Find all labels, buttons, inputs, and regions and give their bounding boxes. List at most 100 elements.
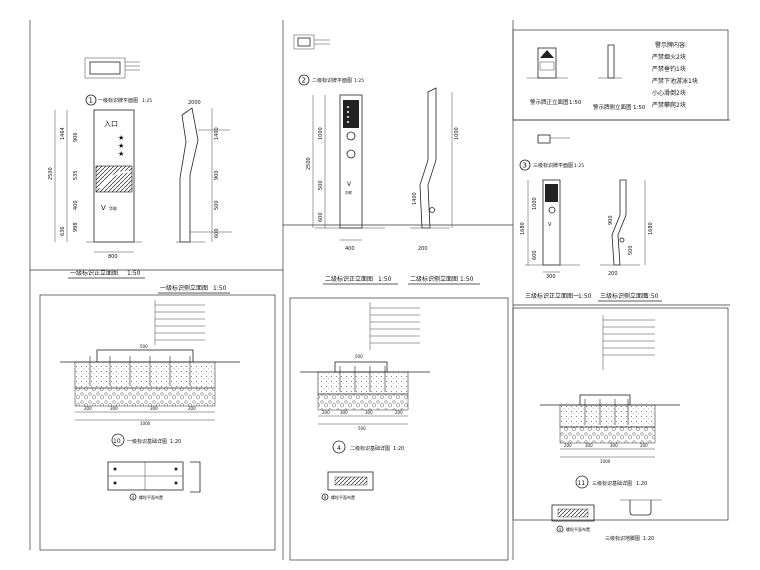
svg-text:200: 200 [188, 406, 196, 411]
svg-text:1400: 1400 [412, 192, 418, 205]
svg-text:906: 906 [73, 132, 79, 142]
sign1-dim-bottom: 800 [108, 254, 118, 260]
svg-text:500: 500 [358, 426, 366, 431]
svg-text:1000: 1000 [532, 197, 538, 210]
sign1-front-elevation: 入口 ★ ★ ★ V 华联 2500 1464 906 535 400 636 … [48, 109, 142, 260]
foundation3-detail: 200 300 300 200 1000 11 三级标识基础详图 1:20 4 … [540, 315, 680, 542]
svg-text:300: 300 [546, 274, 556, 280]
svg-text:900: 900 [214, 170, 220, 180]
svg-text:1680: 1680 [648, 222, 654, 235]
svg-text:4: 4 [132, 495, 135, 500]
sign1-side-title: 一级标识侧立面图 [160, 284, 208, 292]
foundation2-bolt-title: 螺栓平面布置 [331, 494, 355, 500]
svg-text:1000: 1000 [140, 421, 151, 426]
sign3-logo-icon: V [548, 222, 552, 228]
svg-text:500: 500 [318, 180, 324, 190]
sign3-front-title: 三级标识正立面图一 [525, 292, 579, 300]
sign2-side-scale: 1:50 [460, 276, 474, 283]
svg-text:1:20: 1:20 [393, 446, 404, 452]
sign1-plan-title: 一级标识牌平面图 [98, 97, 138, 104]
sign1-plan: 1 一级标识牌平面图 1:25 [84, 57, 152, 106]
svg-text:严禁烟火2块: 严禁烟火2块 [652, 53, 686, 61]
svg-text:1:50: 1:50 [645, 293, 659, 300]
sign1-plan-number: 1 [89, 97, 93, 105]
svg-text:600: 600 [532, 250, 538, 260]
foundation2-title: 二级标识基础详图 [350, 445, 390, 452]
foundation3-bolt-title: 螺栓平面布置 [566, 526, 590, 532]
svg-text:535: 535 [73, 170, 79, 180]
svg-text:636: 636 [60, 226, 66, 236]
svg-text:1:20: 1:20 [643, 536, 654, 542]
sign3-side-title: 三级标识侧立面图 [600, 292, 648, 300]
svg-text:严禁垂钓1块: 严禁垂钓1块 [652, 65, 686, 73]
sign2-dim-bottom: 400 [345, 246, 355, 252]
foundation3-title: 三级标识基础详图 [592, 480, 632, 487]
svg-text:300: 300 [610, 443, 618, 448]
sign1-front-scale: 1:50 [127, 270, 141, 277]
svg-text:500: 500 [628, 245, 634, 255]
svg-text:1000: 1000 [318, 127, 324, 140]
sign1-titles: 一级标识正立面图 1:50 一级标识侧立面图 1:50 [68, 269, 230, 294]
sign3-front-elevation: V 1680 1000 600 300 [520, 179, 580, 280]
sign3-side-elevation: 1680 900 500 200 [600, 179, 654, 277]
sign2-plan: 2 二级标识牌平面图 1:25 [293, 34, 364, 86]
svg-text:500: 500 [214, 200, 220, 210]
svg-text:300: 300 [340, 410, 348, 415]
sign2-plan-title: 二级标识牌平面图 [312, 77, 352, 84]
svg-text:严禁下池游泳1块: 严禁下池游泳1块 [652, 77, 698, 85]
sign1-entrance-text: 入口 [104, 120, 118, 128]
svg-text:500: 500 [140, 344, 148, 349]
sign2-front-scale: 1:50 [378, 276, 392, 283]
sign2-front-elevation: V 华联 2500 1000 500 600 400 [306, 94, 385, 252]
foundation2-number: 4 [337, 445, 341, 452]
sign2-brand: 华联 [345, 190, 353, 195]
svg-text:200: 200 [418, 246, 428, 252]
svg-text:9: 9 [324, 495, 327, 500]
svg-text:1:50: 1:50 [633, 105, 646, 111]
foundation3-anchor-title: 三级标识地脚图 [605, 535, 640, 542]
foundation1-number: 10 [113, 438, 121, 445]
svg-text:★: ★ [118, 134, 124, 142]
sign3-titles: 三级标识正立面图一 1:50 三级标识侧立面图 1:50 [525, 292, 662, 302]
foundation3-number: 11 [578, 480, 586, 487]
foundation1-detail: 200 300 300 200 1000 500 10 一级标识基础详图 1:2… [60, 300, 240, 501]
sign3-plan-number: 3 [523, 162, 527, 170]
svg-text:1:25: 1:25 [574, 163, 584, 169]
svg-text:1464: 1464 [60, 127, 66, 140]
foundation1-title: 一级标识基础详图 [127, 438, 167, 445]
sign2-front-title: 二级标识正立面图 [325, 275, 373, 283]
svg-text:2000: 2000 [188, 100, 201, 106]
foundation2-detail: 200 300 300 200 500 500 4 二级标识基础详图 1:20 … [300, 302, 430, 501]
svg-text:300: 300 [150, 406, 158, 411]
svg-text:1:50: 1:50 [569, 100, 582, 106]
svg-text:1000: 1000 [600, 459, 611, 464]
sign2-plan-scale: 1:25 [354, 78, 364, 84]
notice-side-title: 警示牌侧立面图 [593, 103, 632, 111]
svg-text:1680: 1680 [520, 222, 526, 235]
sign1-plan-scale: 1:25 [142, 98, 152, 104]
svg-text:1:20: 1:20 [636, 481, 647, 487]
sign1-side-elevation: 2000 1400 900 500 600 [176, 100, 232, 243]
svg-text:200: 200 [608, 271, 618, 277]
notice-sign: 警示牌正立面图 1:50 警示牌侧立面图 1:50 警示牌内容: 严禁烟火2块 … [527, 41, 698, 111]
svg-text:998: 998 [73, 222, 79, 232]
svg-text:200: 200 [84, 406, 92, 411]
svg-text:900: 900 [608, 215, 614, 225]
svg-text:2500: 2500 [306, 157, 312, 170]
svg-text:300: 300 [110, 406, 118, 411]
svg-text:200: 200 [564, 443, 572, 448]
sign1-front-title: 一级标识正立面图 [70, 269, 118, 277]
sign1-brand: 华联 [109, 205, 117, 211]
sign3-plan-title: 三级标识牌平面图 [533, 162, 573, 169]
svg-text:1:20: 1:20 [170, 439, 181, 445]
sign2-plan-number: 2 [302, 77, 306, 85]
svg-text:300: 300 [585, 443, 593, 448]
svg-text:1400: 1400 [214, 127, 220, 140]
sign2-titles: 二级标识正立面图 1:50 二级标识侧立面图 1:50 [323, 275, 480, 285]
svg-text:300: 300 [365, 410, 373, 415]
foundation1-bolt-title: 螺栓平面布置 [139, 494, 163, 500]
svg-text:200: 200 [395, 410, 403, 415]
svg-text:1:50: 1:50 [578, 293, 592, 300]
sheet-frames [29, 20, 730, 561]
